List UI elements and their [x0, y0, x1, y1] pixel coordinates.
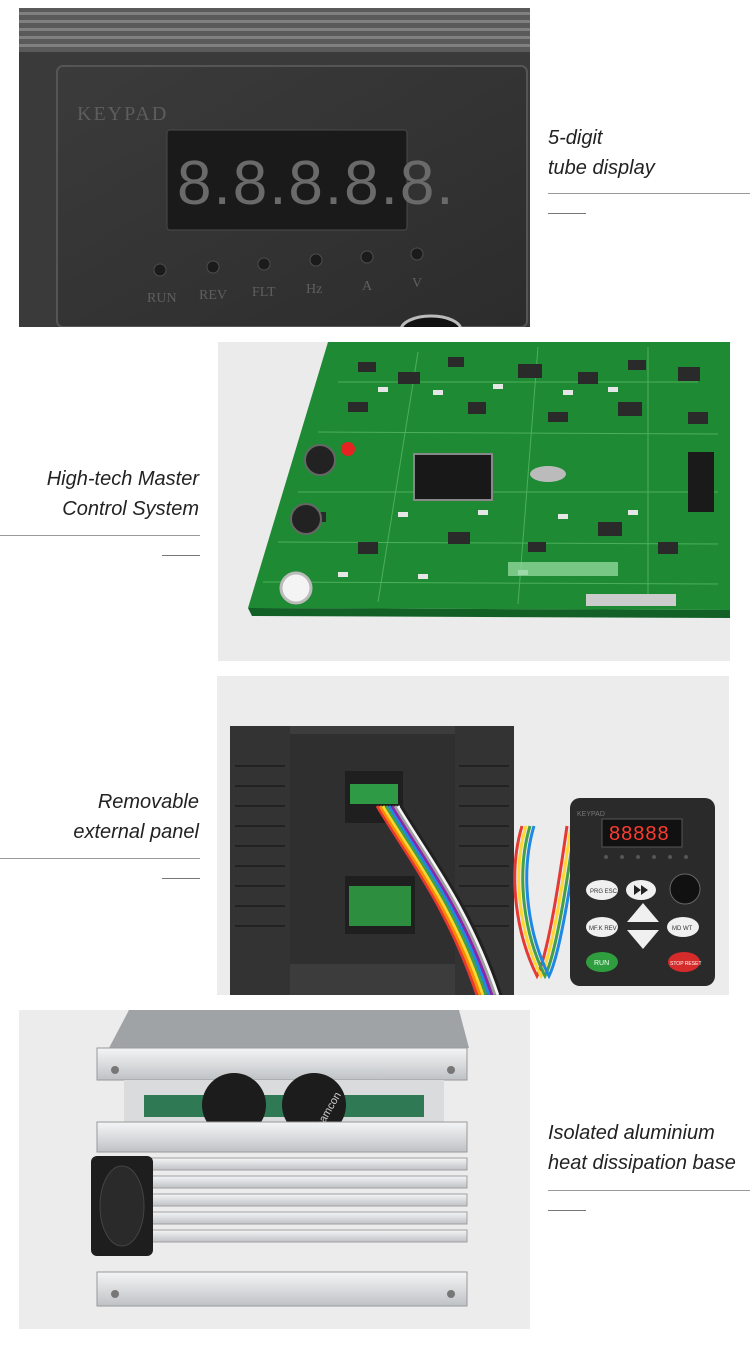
- caption-divider: [548, 1190, 750, 1191]
- pcb-photo: [218, 342, 730, 661]
- keypad-brand-label: KEYPAD: [77, 103, 168, 125]
- caption-accent-line: [162, 555, 200, 556]
- down-arrow-button[interactable]: [627, 930, 659, 949]
- indicator-label: A: [362, 279, 373, 294]
- button-label: MD WT: [672, 926, 693, 932]
- button-label: RUN: [594, 960, 609, 967]
- remote-keypad-digits: 88888: [609, 823, 670, 845]
- caption-accent-line: [548, 1210, 586, 1211]
- caption-display: 5-digit tube display: [548, 123, 655, 183]
- caption-line: heat dissipation base: [548, 1152, 736, 1174]
- seven-segment-digits: 8.8.8.8.8.: [177, 149, 456, 218]
- caption-line: Control System: [62, 498, 199, 520]
- caption-accent-line: [162, 878, 200, 879]
- caption-line: 5-digit: [548, 127, 603, 149]
- knob-icon: [400, 314, 462, 327]
- run-button[interactable]: [586, 952, 618, 972]
- caption-line: Isolated aluminium: [548, 1122, 715, 1144]
- caption-accent-line: [548, 213, 586, 214]
- fast-forward-icon: [634, 885, 648, 895]
- dial-knob[interactable]: [669, 873, 701, 905]
- caption-divider: [0, 858, 200, 859]
- indicator-label: REV: [199, 288, 227, 303]
- caption-line: tube display: [548, 157, 655, 179]
- caption-panel: Removable external panel: [73, 787, 199, 847]
- indicator-label: Hz: [306, 282, 322, 297]
- caption-divider: [0, 535, 200, 536]
- caption-heatsink: Isolated aluminium heat dissipation base: [548, 1118, 736, 1178]
- button-label: MF.K REV: [589, 926, 617, 932]
- caption-control: High-tech Master Control System: [47, 464, 199, 524]
- md-wt-button[interactable]: [667, 917, 699, 937]
- caption-line: High-tech Master: [46, 468, 199, 490]
- removable-panel-photo: KEYPAD 88888 PRG ESC MF.K REV MD WT RUN …: [217, 676, 729, 995]
- up-arrow-button[interactable]: [627, 903, 659, 922]
- indicator-label: V: [412, 276, 422, 291]
- indicator-led-row: [153, 247, 424, 277]
- keypad-display-photo: KEYPAD 8.8.8.8.8. RUN REV FLT Hz A V: [19, 8, 530, 327]
- mfk-rev-button[interactable]: [586, 917, 618, 937]
- indicator-label: FLT: [252, 285, 276, 300]
- button-label: PRG ESC: [590, 889, 618, 895]
- mcu-chip: [413, 453, 493, 501]
- caption-line: Removable: [97, 791, 199, 813]
- caption-line: external panel: [73, 821, 199, 843]
- remote-keypad-brand: KEYPAD: [577, 811, 605, 818]
- caption-divider: [548, 193, 750, 194]
- indicator-label: RUN: [147, 291, 177, 306]
- prg-esc-button[interactable]: [586, 880, 618, 900]
- heatsink-photo: samcon: [19, 1010, 530, 1329]
- button-label: STOP RESET: [670, 961, 702, 967]
- stop-reset-button[interactable]: [668, 952, 700, 972]
